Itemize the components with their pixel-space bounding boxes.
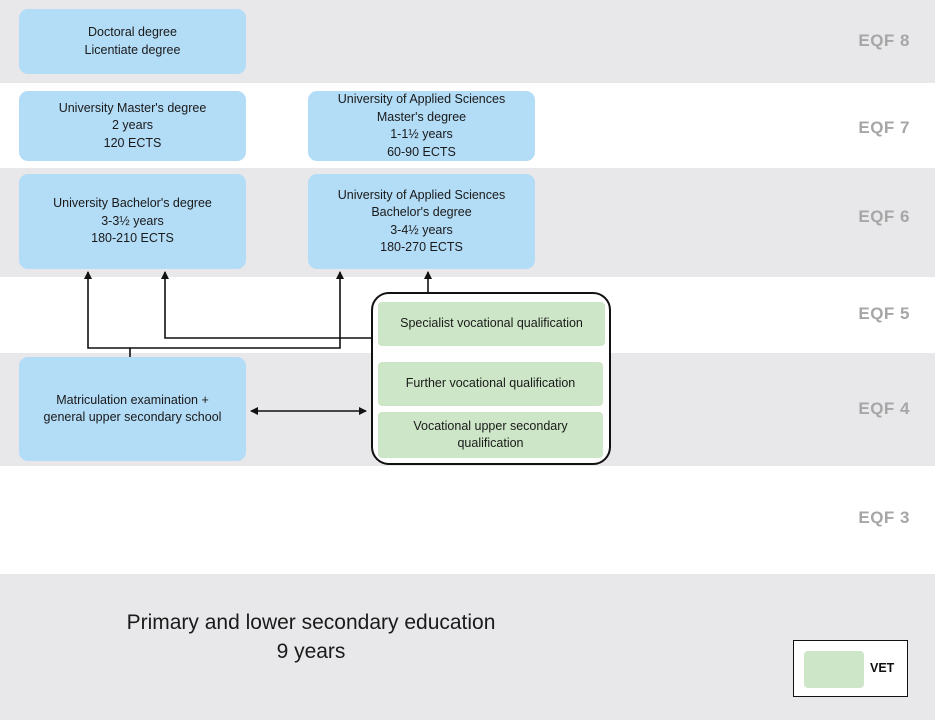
eqf5-label: EQF 5 xyxy=(858,304,910,323)
uas-master-line-1: University of Applied Sciences xyxy=(337,92,506,106)
uas-bachelor-line-2: Bachelor's degree xyxy=(371,205,472,219)
university-bachelor-box: University Bachelor's degree 3-3½ years … xyxy=(19,174,246,269)
university-master-box: University Master's degree 2 years 120 E… xyxy=(19,91,246,161)
uni-master-line-3: 120 ECTS xyxy=(103,135,162,150)
uas-bachelor-line-4: 180-270 ECTS xyxy=(380,240,463,254)
matriculation-box: Matriculation examination + general uppe… xyxy=(19,357,246,461)
vocational-upper-secondary-line-1: Vocational upper secondary xyxy=(413,418,568,433)
legend: VET xyxy=(793,640,908,697)
uni-bachelor-line-3: 180-210 ECTS xyxy=(91,231,174,246)
arrow-matric-to-uni-bachelor xyxy=(84,271,131,357)
uni-master-line-2: 2 years xyxy=(112,118,153,133)
legend-vet-swatch xyxy=(804,651,864,688)
vocational-upper-secondary-line-2: qualification xyxy=(457,436,524,450)
uas-bachelor-line-1: University of Applied Sciences xyxy=(337,187,506,202)
uni-bachelor-line-2: 3-3½ years xyxy=(101,213,164,228)
eqf8-label: EQF 8 xyxy=(858,31,910,50)
legend-vet-label: VET xyxy=(870,661,895,675)
specialist-vocational-label: Specialist vocational qualification xyxy=(400,316,583,331)
eqf6-label: EQF 6 xyxy=(858,207,910,226)
basic-education-text: Primary and lower secondary education 9 … xyxy=(0,608,622,666)
uni-bachelor-line-1: University Bachelor's degree xyxy=(53,196,212,211)
doctoral-degree-box: Doctoral degree Licentiate degree xyxy=(19,9,246,74)
uas-bachelor-box: University of Applied Sciences Bachelor'… xyxy=(308,174,535,269)
eqf4-label: EQF 4 xyxy=(858,399,910,418)
basic-education-line-2: 9 years xyxy=(276,640,346,663)
eqf7-label: EQF 7 xyxy=(858,118,910,137)
further-vocational-label: Further vocational qualification xyxy=(405,376,576,391)
matriculation-line-1: Matriculation examination + xyxy=(56,392,209,407)
vocational-upper-secondary-box: Vocational upper secondary qualification xyxy=(378,412,603,458)
eqf3-label: EQF 3 xyxy=(858,508,910,527)
uas-master-line-4: 60-90 ECTS xyxy=(387,144,456,159)
uas-master-box: University of Applied Sciences Master's … xyxy=(308,91,535,161)
arrow-vet-to-uni-bachelor xyxy=(161,271,371,339)
matriculation-line-2: general upper secondary school xyxy=(43,410,222,424)
uas-bachelor-line-3: 3-4½ years xyxy=(390,222,453,237)
arrow-matric-to-uas-bachelor xyxy=(130,271,344,349)
band-basic-education xyxy=(0,574,935,720)
doctoral-line-2: Licentiate degree xyxy=(84,42,181,57)
basic-education-line-1: Primary and lower secondary education xyxy=(126,611,496,634)
doctoral-line-1: Doctoral degree xyxy=(88,25,177,39)
uni-master-line-1: University Master's degree xyxy=(58,100,207,115)
uas-master-line-2: Master's degree xyxy=(376,109,467,124)
uas-master-line-3: 1-1½ years xyxy=(390,127,453,141)
specialist-vocational-box: Specialist vocational qualification xyxy=(378,302,605,346)
further-vocational-box: Further vocational qualification xyxy=(378,362,603,406)
